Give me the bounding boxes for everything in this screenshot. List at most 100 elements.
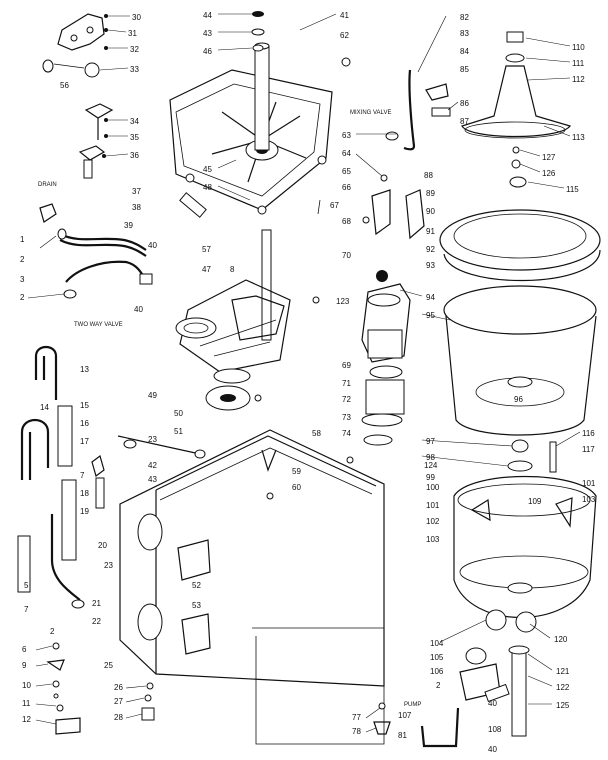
part-label: 92 bbox=[426, 245, 435, 254]
part-label: 106 bbox=[430, 667, 444, 676]
part-label: 101 bbox=[582, 479, 596, 488]
note-pump: PUMP bbox=[404, 702, 421, 708]
part-label: 85 bbox=[460, 65, 469, 74]
part-label: 97 bbox=[426, 437, 435, 446]
part-label: 10 bbox=[22, 681, 31, 690]
part-label: 127 bbox=[542, 153, 556, 162]
part-label: 12 bbox=[22, 715, 31, 724]
part-label: 115 bbox=[566, 185, 579, 194]
part-label: 95 bbox=[426, 311, 435, 320]
part-label: 7 bbox=[24, 605, 29, 614]
cabinet-frame bbox=[117, 429, 385, 745]
part-label: 50 bbox=[174, 409, 183, 418]
hoses-and-clamps bbox=[17, 345, 105, 609]
part-label: 28 bbox=[114, 713, 123, 722]
part-label: 33 bbox=[130, 65, 139, 74]
part-label: 9 bbox=[22, 661, 27, 670]
mixing-valve-and-motor-parts bbox=[312, 69, 451, 446]
part-label: 17 bbox=[80, 437, 89, 446]
part-label: 20 bbox=[98, 541, 107, 550]
part-label: 123 bbox=[336, 297, 350, 306]
part-label: 64 bbox=[342, 149, 351, 158]
part-label: 113 bbox=[572, 133, 585, 142]
part-label: 2 bbox=[20, 255, 25, 264]
part-label: 37 bbox=[132, 187, 141, 196]
part-label: 62 bbox=[340, 31, 349, 40]
part-label: 35 bbox=[130, 133, 139, 142]
part-label: 5 bbox=[24, 581, 29, 590]
small-hardware bbox=[46, 642, 391, 735]
part-label: 77 bbox=[352, 713, 361, 722]
part-label: 41 bbox=[340, 11, 349, 20]
part-label: 101 bbox=[426, 501, 440, 510]
part-label: 36 bbox=[130, 151, 139, 160]
part-label: 100 bbox=[426, 483, 440, 492]
part-label: 42 bbox=[148, 461, 157, 470]
agitator-and-tub bbox=[439, 31, 601, 436]
part-label: 32 bbox=[130, 45, 139, 54]
part-label: 69 bbox=[342, 361, 351, 370]
part-label: 60 bbox=[292, 483, 301, 492]
part-label: 103 bbox=[426, 535, 440, 544]
part-label: 73 bbox=[342, 413, 351, 422]
part-label: 110 bbox=[572, 43, 585, 52]
part-label: 14 bbox=[40, 403, 49, 412]
part-label: 90 bbox=[426, 207, 435, 216]
part-label: 2 bbox=[20, 293, 25, 302]
transmission-gearcase bbox=[175, 229, 291, 411]
part-label: 58 bbox=[312, 429, 321, 438]
part-label: 93 bbox=[426, 261, 435, 270]
part-label: 43 bbox=[203, 29, 212, 38]
part-number-labels: 30 31 32 33 56 34 35 36 44 43 46 41 62 4… bbox=[20, 11, 596, 754]
part-label: 107 bbox=[398, 711, 412, 720]
part-label: 1 bbox=[20, 235, 25, 244]
part-label: 84 bbox=[460, 47, 469, 56]
part-label: 23 bbox=[104, 561, 113, 570]
part-label: 44 bbox=[203, 11, 212, 20]
part-label: 117 bbox=[582, 445, 595, 454]
part-label: 23 bbox=[148, 435, 157, 444]
part-label: 67 bbox=[330, 201, 339, 210]
part-label: 25 bbox=[104, 661, 113, 670]
note-mixing-valve: MIXING VALVE bbox=[350, 110, 391, 116]
part-label: 40 bbox=[488, 699, 497, 708]
part-label: 68 bbox=[342, 217, 351, 226]
part-label: 8 bbox=[230, 265, 235, 274]
drain-hose-assembly bbox=[39, 192, 207, 299]
part-label: 13 bbox=[80, 365, 89, 374]
part-label: 108 bbox=[488, 725, 502, 734]
part-label: 121 bbox=[556, 667, 570, 676]
part-label: 40 bbox=[148, 241, 157, 250]
leader-lines bbox=[27, 13, 581, 733]
part-label: 11 bbox=[22, 699, 31, 708]
part-label: 86 bbox=[460, 99, 469, 108]
part-label: 109 bbox=[528, 497, 542, 506]
part-label: 120 bbox=[554, 635, 568, 644]
part-label: 34 bbox=[130, 117, 139, 126]
part-label: 96 bbox=[514, 395, 523, 404]
part-label: 7 bbox=[80, 471, 85, 480]
note-two-way-valve: TWO WAY VALVE bbox=[74, 322, 123, 328]
part-label: 43 bbox=[148, 475, 157, 484]
part-label: 15 bbox=[80, 401, 89, 410]
part-label: 70 bbox=[342, 251, 351, 260]
part-label: 126 bbox=[542, 169, 556, 178]
note-drain: DRAIN bbox=[38, 182, 57, 188]
part-label: 87 bbox=[460, 117, 469, 126]
part-label: 124 bbox=[424, 461, 438, 470]
part-label: 72 bbox=[342, 395, 351, 404]
part-label: 6 bbox=[22, 645, 27, 654]
part-label: 98 bbox=[426, 453, 435, 462]
part-label: 65 bbox=[342, 167, 351, 176]
part-label: 103 bbox=[582, 495, 596, 504]
part-label: 66 bbox=[342, 183, 351, 192]
part-label: 125 bbox=[556, 701, 570, 710]
part-label: 49 bbox=[148, 391, 157, 400]
part-label: 19 bbox=[80, 507, 89, 516]
part-label: 47 bbox=[202, 265, 211, 274]
part-label: 83 bbox=[460, 29, 469, 38]
part-label: 71 bbox=[342, 379, 351, 388]
part-label: 40 bbox=[488, 745, 497, 754]
part-label: 122 bbox=[556, 683, 570, 692]
